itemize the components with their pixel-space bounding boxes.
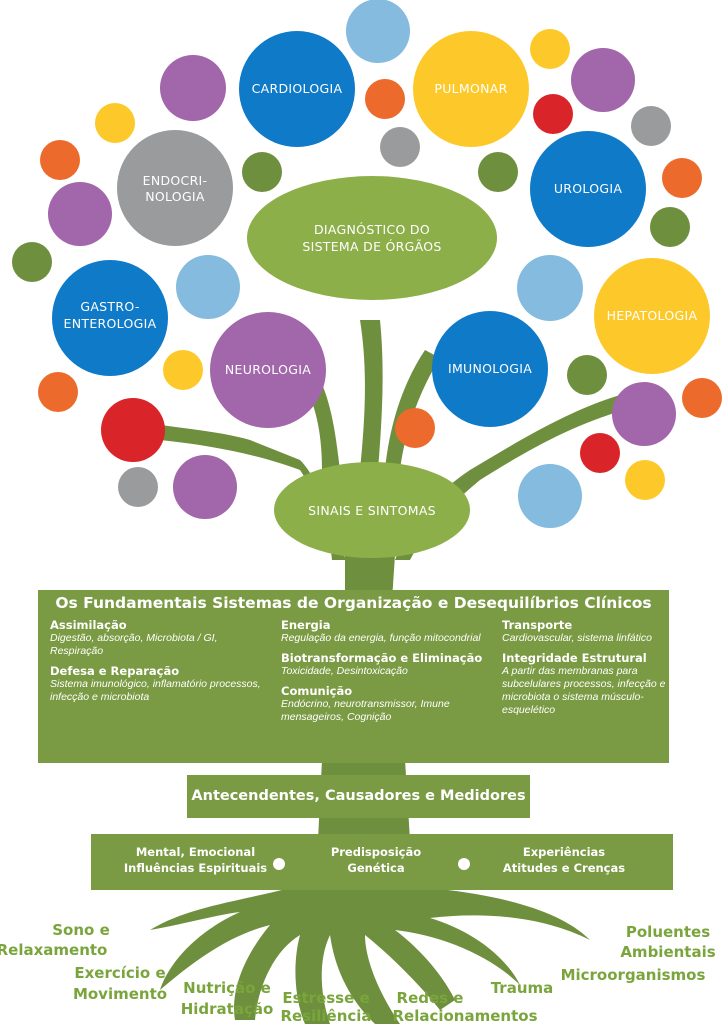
root-exercicio-2: Movimento [73, 985, 167, 1003]
factor-genetic-line1: Predisposição [330, 845, 422, 859]
bullet-dot [273, 858, 285, 870]
fundamentals-column-1: Assimilação Digestão, absorção, Microbio… [50, 618, 270, 710]
factor-experiences-line1: Experiências [522, 845, 606, 859]
antecedents-box: Antecendentes, Causadores e Medidores [187, 775, 530, 818]
signs-label: SINAIS E SINTOMAS [308, 503, 436, 518]
fundamentals-column-2: Energia Regulação da energia, função mit… [281, 618, 496, 730]
organ-label-hepatologia: HEPATOLOGIA [607, 308, 698, 323]
organ-label-cardiologia: CARDIOLOGIA [252, 81, 343, 96]
category-integridade: Integridade Estrutural [502, 651, 647, 665]
root-micro: Microorganismos [561, 966, 706, 984]
root-estresse-2: Resiliência [280, 1007, 371, 1024]
root-sono-2: Relaxamento [0, 941, 107, 959]
factor-mental-line2: Influências Espirituais [123, 861, 268, 875]
organ-pulmonar: PULMONAR [413, 31, 529, 147]
category-assimilacao: Assimilação [50, 618, 127, 632]
fundamentals-title: Os Fundamentais Sistemas de Organização … [55, 594, 652, 612]
category-transporte-desc: Cardiovascular, sistema linfático [502, 632, 652, 644]
organ-cardiologia: CARDIOLOGIA [239, 31, 355, 147]
category-biotransformacao-desc: Toxicidade, Desintoxicação [281, 665, 408, 677]
organ-urologia: UROLOGIA [530, 131, 646, 247]
organ-label-endocrinologia-1: ENDOCRI- [143, 173, 208, 188]
category-assimilacao-desc: Digestão, absorção, Microbiota / GI, Res… [50, 632, 218, 657]
diagnostic-label-2: SISTEMA DE ÓRGÃOS [302, 239, 441, 254]
category-energia-desc: Regulação da energia, função mitocondria… [281, 632, 481, 644]
organ-hepatologia: HEPATOLOGIA [594, 258, 710, 374]
factors-box: Mental, Emocional Influências Espirituai… [91, 834, 673, 890]
category-comunicacao-desc: Endócrino, neurotransmissor, Imune mensa… [281, 698, 450, 723]
organ-label-endocrinologia-2: NOLOGIA [145, 189, 205, 204]
organ-label-gastro-2: ENTEROLOGIA [64, 316, 157, 331]
small-circles [12, 0, 722, 528]
organ-label-neurologia: NEUROLOGIA [225, 362, 311, 377]
factor-mental: Mental, Emocional Influências Espirituai… [103, 844, 288, 876]
organ-neurologia: NEUROLOGIA [210, 312, 326, 428]
factor-experiences: Experiências Atitudes e Crenças [479, 844, 649, 876]
root-poluentes-2: Ambientais [620, 943, 715, 961]
organ-label-imunologia: IMUNOLOGIA [448, 361, 532, 376]
root-sono-1: Sono e [52, 921, 110, 939]
bullet-dot [458, 858, 470, 870]
root-nutricao-2: Hidratação [181, 1000, 274, 1018]
category-biotransformacao: Biotransformação e Eliminação [281, 651, 483, 665]
fundamentals-box: Os Fundamentais Sistemas de Organização … [38, 590, 669, 763]
organ-label-gastro-1: GASTRO- [80, 299, 139, 314]
organ-gastroenterologia: GASTRO- ENTEROLOGIA [52, 260, 168, 376]
root-labels: Sono e Relaxamento Exercício e Movimento… [0, 921, 716, 1024]
organ-label-pulmonar: PULMONAR [434, 81, 507, 96]
roots [150, 885, 590, 1024]
diagnostic-ellipse: DIAGNÓSTICO DO SISTEMA DE ÓRGÃOS [247, 176, 497, 300]
root-nutricao-1: Nutrição e [183, 979, 271, 997]
organ-endocrinologia: ENDOCRI- NOLOGIA [117, 130, 233, 246]
category-defesa-desc: Sistema imunológico, inflamatório proces… [50, 678, 261, 703]
factor-mental-line1: Mental, Emocional [135, 845, 256, 859]
root-poluentes-1: Poluentes [626, 923, 710, 941]
diagnostic-label-1: DIAGNÓSTICO DO [314, 222, 430, 237]
organ-imunologia: IMUNOLOGIA [432, 311, 548, 427]
organ-circles: CARDIOLOGIA PULMONAR ENDOCRI- NOLOGIA UR… [52, 31, 710, 428]
factor-experiences-line2: Atitudes e Crenças [502, 861, 626, 875]
root-estresse-1: Estresse e [282, 989, 369, 1007]
root-exercicio-1: Exercício e [74, 964, 165, 982]
factor-genetic-line2: Genética [347, 861, 405, 875]
fundamentals-column-3: Transporte Cardiovascular, sistema linfá… [502, 618, 667, 723]
root-trauma: Trauma [491, 979, 554, 997]
category-energia: Energia [281, 618, 331, 632]
category-defesa: Defesa e Reparação [50, 664, 180, 678]
organ-label-urologia: UROLOGIA [554, 181, 623, 196]
factor-genetic: Predisposição Genética [301, 844, 451, 876]
root-redes-2: Relacionamentos [392, 1007, 537, 1024]
category-transporte: Transporte [502, 618, 573, 632]
signs-ellipse: SINAIS E SINTOMAS [274, 462, 470, 558]
category-integridade-desc: A partir das membranas para subcelulares… [502, 665, 666, 716]
root-redes-1: Redes e [397, 989, 464, 1007]
category-comunicacao: Comunição [281, 684, 353, 698]
